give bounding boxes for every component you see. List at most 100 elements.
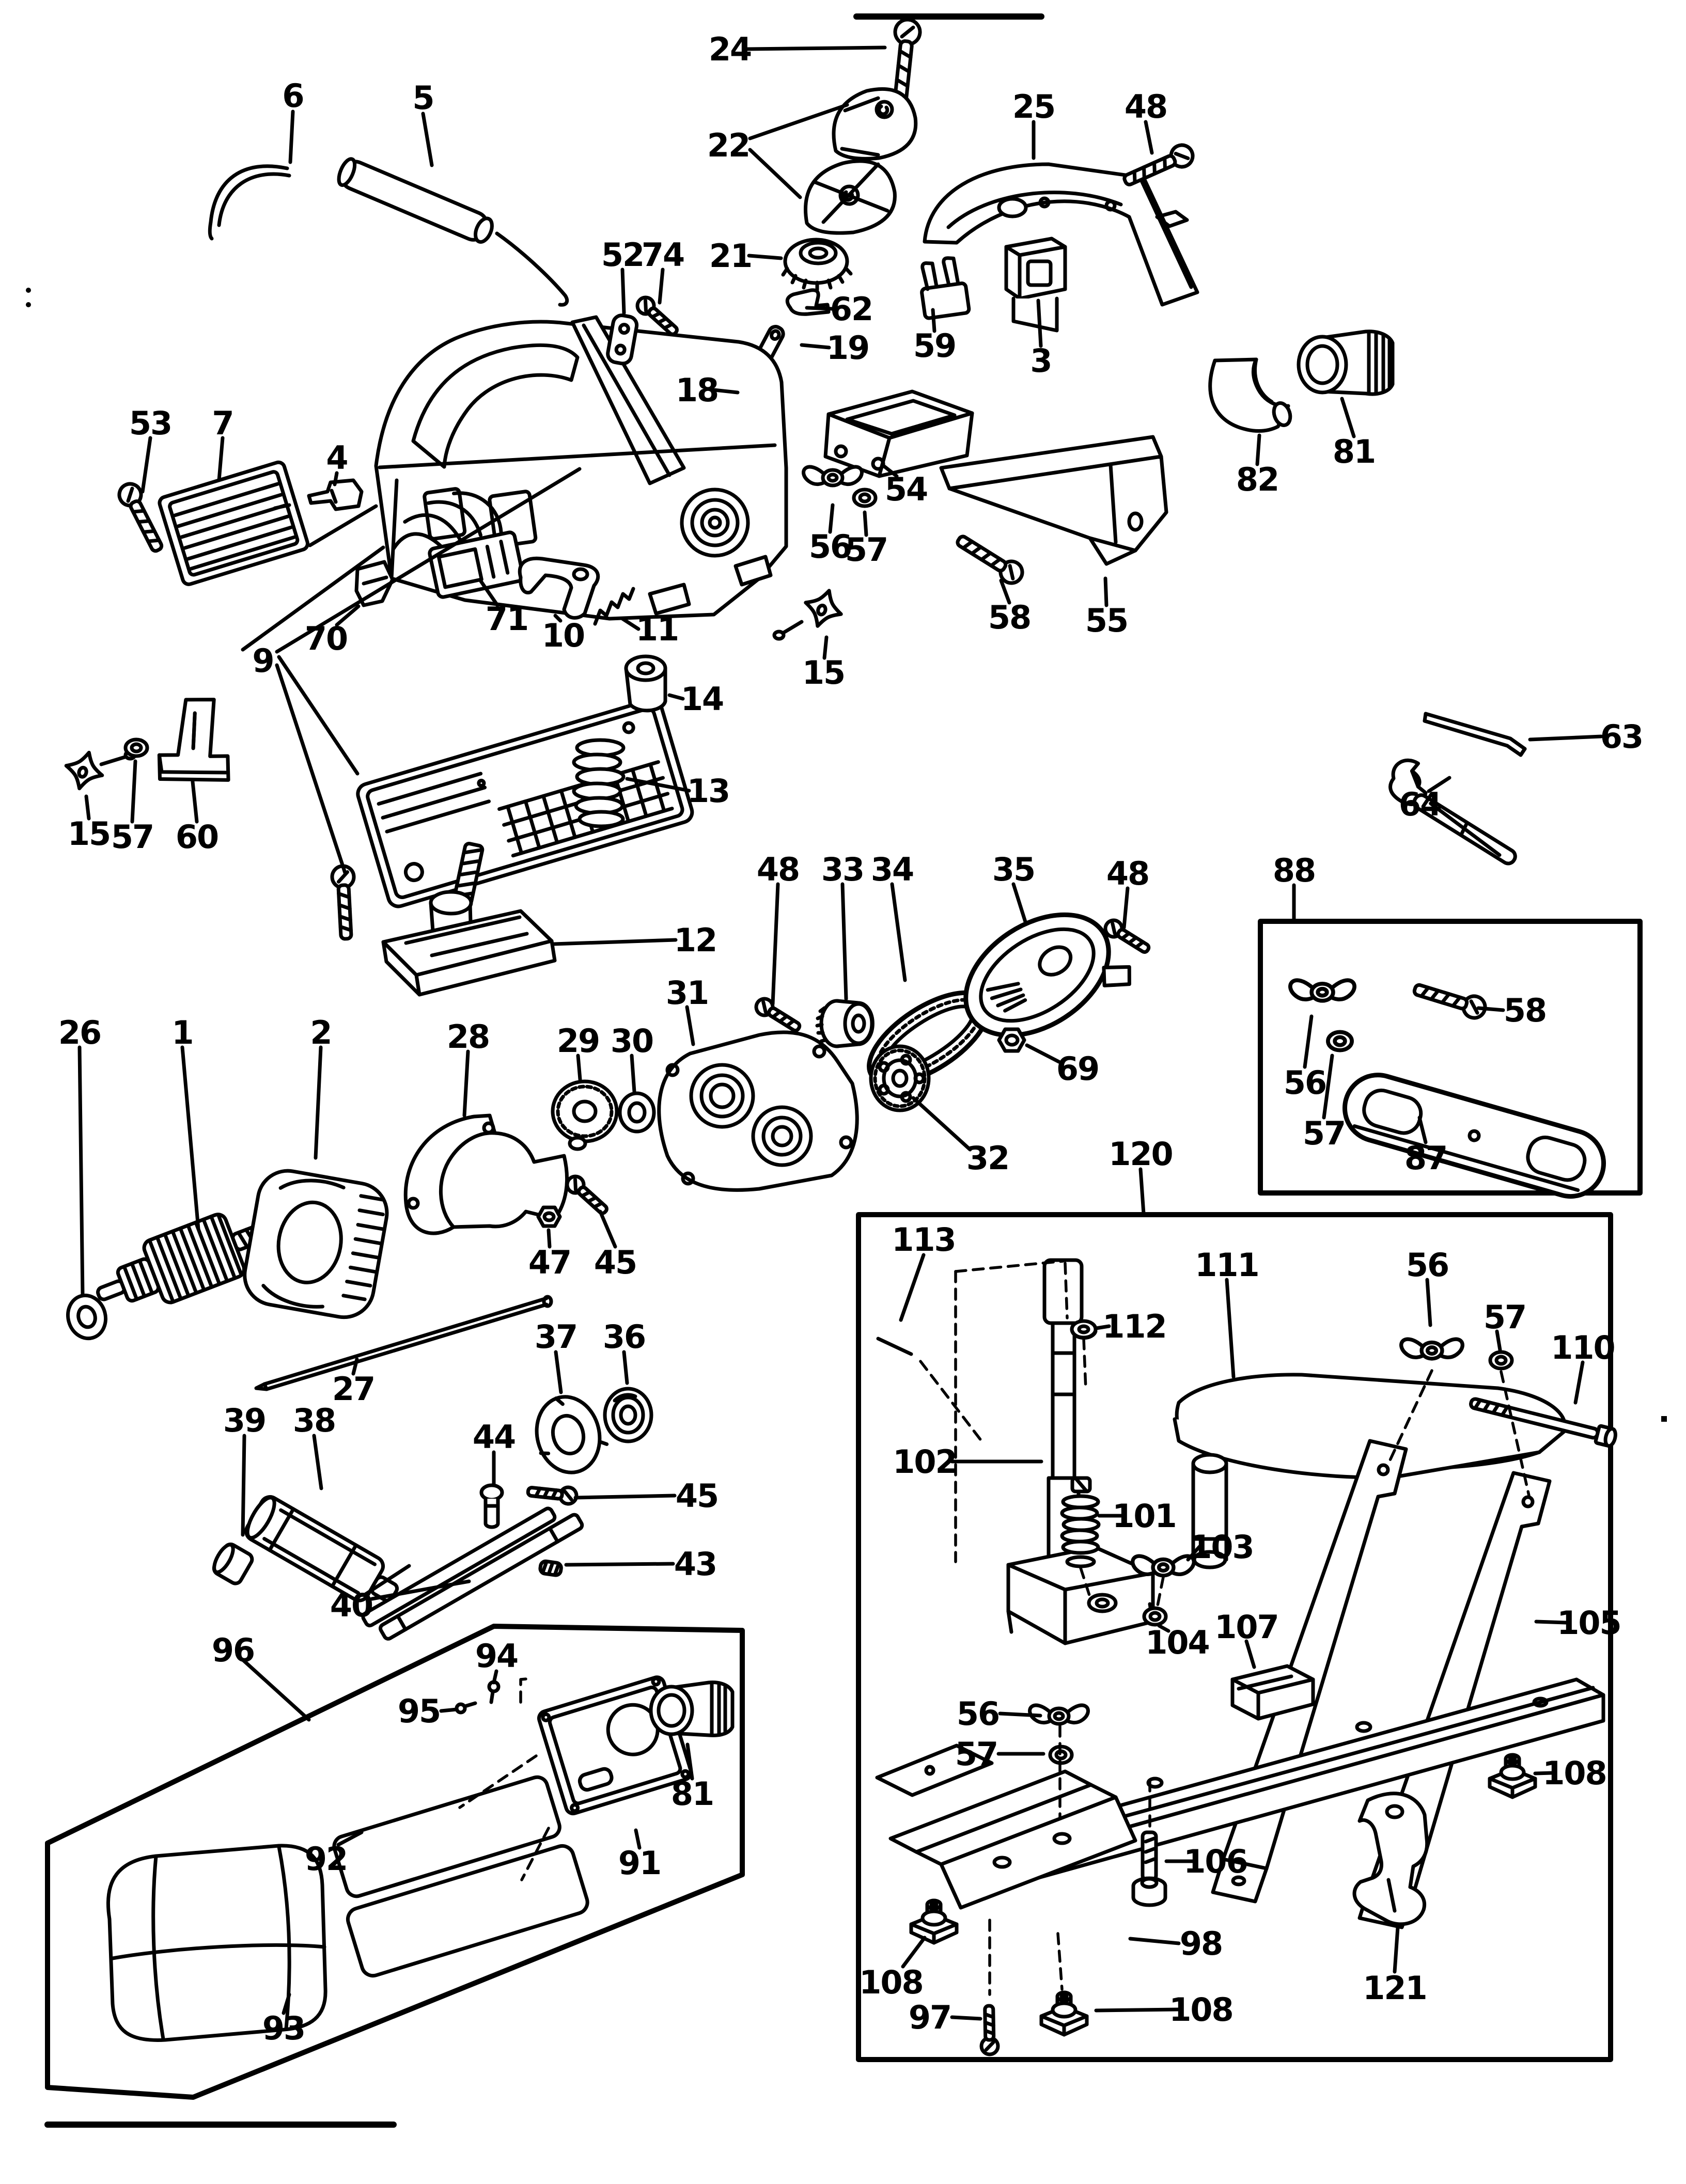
part-label-56a: 56 bbox=[809, 528, 851, 565]
part-label-94: 94 bbox=[475, 1637, 518, 1675]
part-label-108-left: 108 bbox=[859, 1963, 923, 2001]
part-label-87: 87 bbox=[1404, 1139, 1447, 1177]
part-label-55: 55 bbox=[1085, 602, 1128, 639]
part-label-15-left: 15 bbox=[68, 815, 110, 853]
part-label-95: 95 bbox=[398, 1692, 440, 1730]
part-label-98: 98 bbox=[1180, 1925, 1222, 1962]
part-bracket-60 bbox=[157, 698, 230, 782]
part-setscrew-43 bbox=[538, 1559, 563, 1577]
part-wire-frame-92 bbox=[332, 1775, 589, 1978]
part-label-108-mid: 108 bbox=[1169, 1991, 1232, 2029]
part-label-19: 19 bbox=[826, 329, 869, 367]
part-adjust-knob-21 bbox=[781, 238, 853, 292]
part-screw-48a bbox=[753, 996, 803, 1035]
part-label-82: 82 bbox=[1236, 461, 1278, 498]
inset-box-88 bbox=[1258, 919, 1643, 1199]
part-label-35: 35 bbox=[992, 851, 1035, 888]
part-label-70: 70 bbox=[305, 620, 347, 657]
inset-box-120 bbox=[856, 1212, 1617, 2062]
part-dust-bag-93 bbox=[106, 1844, 327, 2042]
part-adjust-foot-12 bbox=[381, 841, 557, 997]
part-label-112: 112 bbox=[1102, 1308, 1166, 1345]
part-label-45a: 45 bbox=[594, 1244, 636, 1281]
part-vent-grille-7 bbox=[158, 460, 309, 586]
part-label-107: 107 bbox=[1214, 1608, 1278, 1646]
part-number-labels: 24 22 25 48 21 62 19 59 3 18 54 6 5 52 7… bbox=[58, 30, 1644, 2047]
part-label-2: 2 bbox=[310, 1014, 331, 1051]
part-label-53: 53 bbox=[129, 404, 171, 442]
part-knob-15-right bbox=[772, 585, 847, 641]
part-brush-box-59 bbox=[920, 256, 971, 320]
part-flange-washer-37 bbox=[535, 1395, 609, 1474]
part-screw-94 bbox=[487, 1680, 501, 1704]
part-belt-cover-35 bbox=[963, 912, 1131, 1038]
part-label-113: 113 bbox=[892, 1221, 955, 1259]
part-washer-57a bbox=[854, 490, 876, 506]
part-label-121: 121 bbox=[1363, 1969, 1426, 2007]
part-blade-holder-87 bbox=[1342, 1073, 1606, 1199]
part-bolt-110 bbox=[1469, 1397, 1617, 1448]
part-label-11: 11 bbox=[636, 610, 678, 648]
part-screw-97 bbox=[981, 2006, 998, 2055]
part-gear-29 bbox=[551, 1079, 619, 1151]
part-label-15-right: 15 bbox=[802, 654, 845, 692]
part-label-38: 38 bbox=[293, 1402, 335, 1439]
part-label-56b: 56 bbox=[1284, 1064, 1326, 1102]
part-rail-beam bbox=[984, 1677, 1605, 1887]
part-screw-58a bbox=[953, 530, 1026, 587]
part-label-22: 22 bbox=[707, 127, 750, 164]
part-label-29: 29 bbox=[557, 1022, 599, 1060]
part-label-3: 3 bbox=[1030, 342, 1051, 380]
part-brush-holder-71 bbox=[392, 491, 525, 599]
part-label-58b: 58 bbox=[1504, 992, 1546, 1029]
part-label-56c: 56 bbox=[957, 1695, 999, 1733]
part-handle-housing-25 bbox=[923, 162, 1199, 307]
part-screw-9 bbox=[332, 866, 357, 939]
part-label-39: 39 bbox=[223, 1402, 266, 1439]
part-label-81: 81 bbox=[1333, 433, 1375, 470]
part-pin-113 bbox=[876, 1337, 913, 1356]
part-wing-nut-56d bbox=[1401, 1339, 1463, 1359]
part-label-30: 30 bbox=[611, 1022, 653, 1060]
part-bent-rod-63 bbox=[1423, 712, 1527, 757]
part-label-71: 71 bbox=[486, 600, 528, 638]
part-clip-62 bbox=[785, 288, 831, 316]
part-nut-108-mid bbox=[1041, 1992, 1087, 2035]
part-washer-57d bbox=[1490, 1352, 1512, 1369]
part-label-18: 18 bbox=[676, 371, 718, 409]
part-gauge-rod-27 bbox=[254, 1295, 553, 1391]
part-label-102: 102 bbox=[893, 1443, 956, 1481]
part-blade-clamp-40 bbox=[361, 1506, 584, 1641]
part-plate-52 bbox=[606, 313, 639, 366]
part-label-64: 64 bbox=[1399, 785, 1441, 823]
part-clip-95 bbox=[455, 1701, 477, 1715]
part-screw-48-top bbox=[1121, 142, 1196, 191]
part-leg-left-105 bbox=[1211, 1439, 1408, 1904]
part-label-63: 63 bbox=[1600, 718, 1643, 756]
part-insulator-70 bbox=[354, 560, 395, 607]
part-spring-11 bbox=[593, 587, 635, 626]
part-spring-assembly-101 bbox=[1060, 1476, 1101, 1568]
part-cord-clip-4 bbox=[273, 478, 364, 511]
part-label-32: 32 bbox=[966, 1139, 1009, 1177]
part-washer-104 bbox=[1144, 1608, 1166, 1625]
part-gear-housing-31 bbox=[657, 1030, 859, 1192]
part-fence-bracket-55 bbox=[939, 435, 1168, 566]
part-label-57c: 57 bbox=[955, 1735, 997, 1773]
part-label-48a: 48 bbox=[757, 851, 799, 888]
part-cover-shells-22 bbox=[803, 87, 918, 235]
part-cylinder-14 bbox=[624, 654, 667, 713]
part-nut-112 bbox=[1070, 1319, 1098, 1340]
part-label-5: 5 bbox=[412, 79, 433, 117]
part-label-92: 92 bbox=[305, 1840, 347, 1878]
part-label-111: 111 bbox=[1195, 1246, 1258, 1284]
part-pulley-32 bbox=[869, 1044, 931, 1112]
inset-box-96 bbox=[45, 1624, 745, 2100]
part-label-110: 110 bbox=[1551, 1329, 1614, 1366]
part-wing-nut-56b bbox=[1290, 980, 1354, 1001]
part-bearing-30 bbox=[618, 1091, 656, 1134]
part-label-62: 62 bbox=[830, 290, 872, 328]
part-label-28: 28 bbox=[447, 1018, 489, 1056]
part-spring-13 bbox=[572, 738, 626, 828]
part-label-88: 88 bbox=[1273, 852, 1315, 889]
